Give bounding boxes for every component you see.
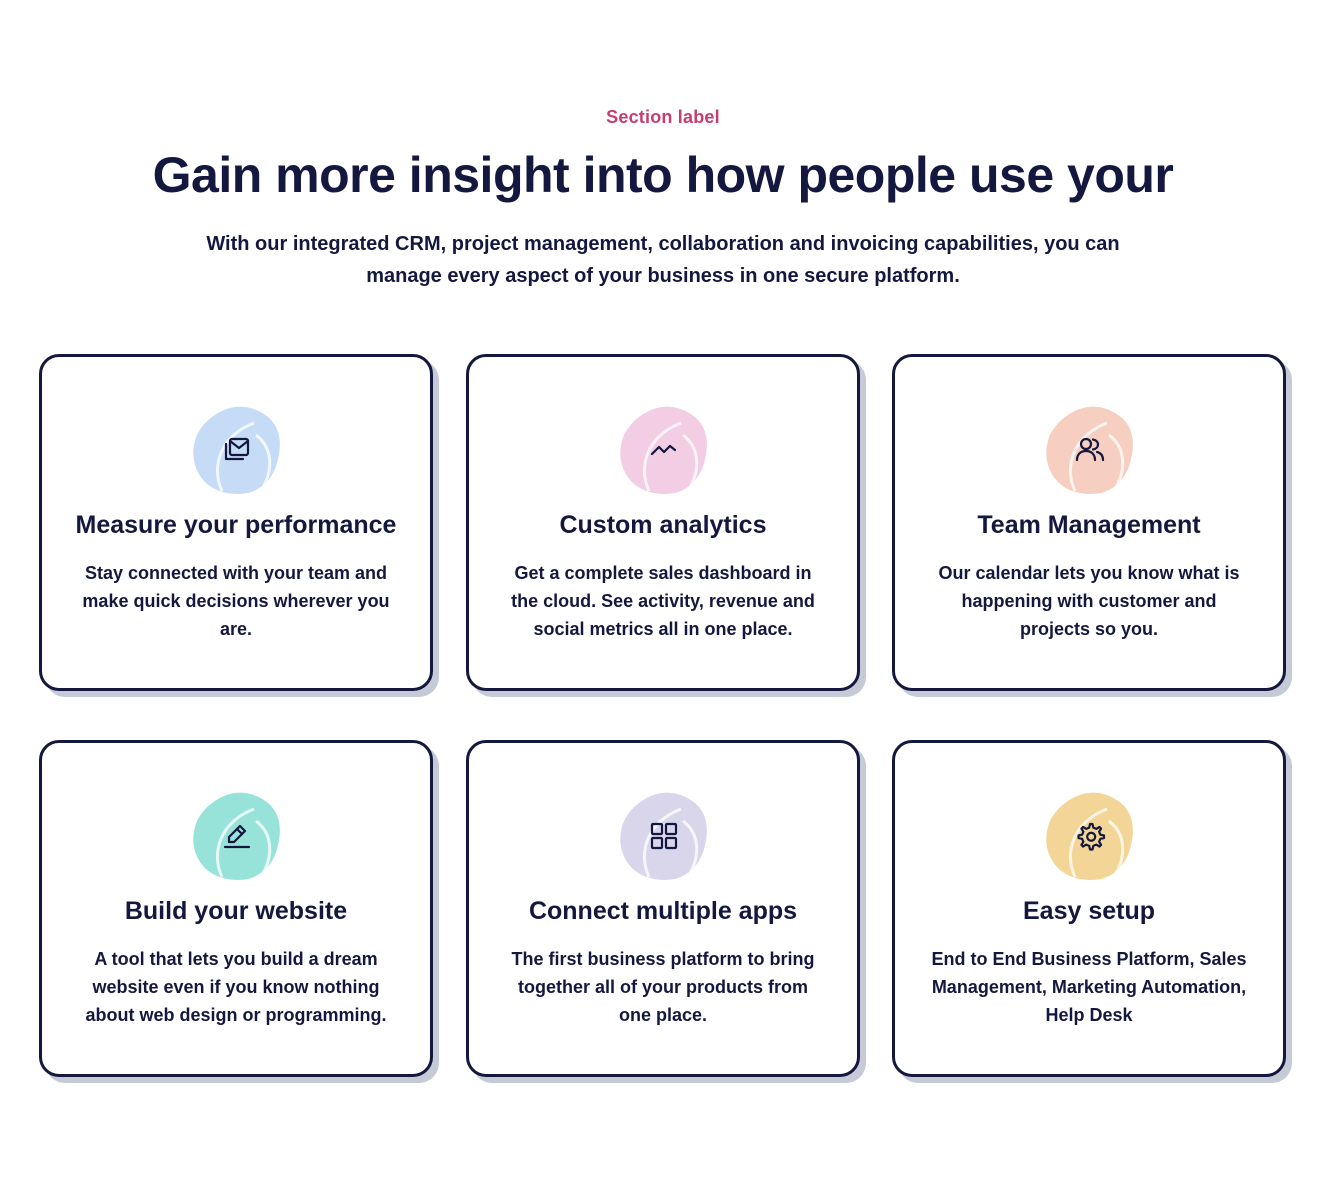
icon-blob: [619, 405, 709, 495]
feature-card-team-management[interactable]: Team Management Our calendar lets you kn…: [892, 354, 1286, 691]
card-title: Team Management: [977, 511, 1201, 539]
card-description: Our calendar lets you know what is happe…: [938, 563, 1240, 639]
feature-card-easy-setup[interactable]: Easy setup End to End Business Platform,…: [892, 740, 1286, 1077]
card-description: Get a complete sales dashboard in the cl…: [511, 563, 815, 639]
card-description: A tool that lets you build a dream websi…: [85, 949, 387, 1025]
card-description: Stay connected with your team and make q…: [82, 563, 390, 639]
icon-blob: [619, 791, 709, 881]
icon-blob: [1045, 791, 1135, 881]
blob-shape: [1046, 792, 1133, 880]
feature-card-custom-analytics[interactable]: Custom analytics Get a complete sales da…: [466, 354, 860, 691]
card-title: Build your website: [124, 897, 348, 925]
blob-shape: [193, 792, 280, 880]
trend-line-icon: [650, 444, 677, 456]
blob-shape: [1046, 406, 1133, 494]
blob-shape: [620, 792, 707, 880]
feature-card-build-website[interactable]: Build your website A tool that lets you …: [39, 740, 433, 1077]
card-description: End to End Business Platform, Sales Mana…: [931, 949, 1247, 1025]
card-title: Connect multiple apps: [528, 897, 798, 925]
icon-blob: [192, 791, 282, 881]
users-icon: [1075, 437, 1105, 462]
card-description: The first business platform to bring tog…: [511, 949, 815, 1025]
grid-icon: [650, 822, 678, 850]
pencil-icon: [223, 824, 251, 849]
card-title: Easy setup: [1022, 897, 1155, 925]
section-subheading: With our integrated CRM, project managem…: [206, 233, 1120, 287]
feature-card-connect-apps[interactable]: Connect multiple apps The first business…: [466, 740, 860, 1077]
icon-blob: [192, 405, 282, 495]
gear-icon: [1077, 822, 1106, 851]
card-title: Custom analytics: [559, 511, 767, 539]
feature-card-measure-performance[interactable]: Measure your performance Stay connected …: [39, 354, 433, 691]
section-headline: Gain more insight into how people use yo…: [152, 147, 1174, 203]
card-title: Measure your performance: [75, 511, 397, 539]
mail-stack-icon: [224, 437, 250, 461]
icon-blob: [1045, 405, 1135, 495]
blob-shape: [193, 406, 280, 494]
section-label: Section label: [606, 107, 720, 127]
